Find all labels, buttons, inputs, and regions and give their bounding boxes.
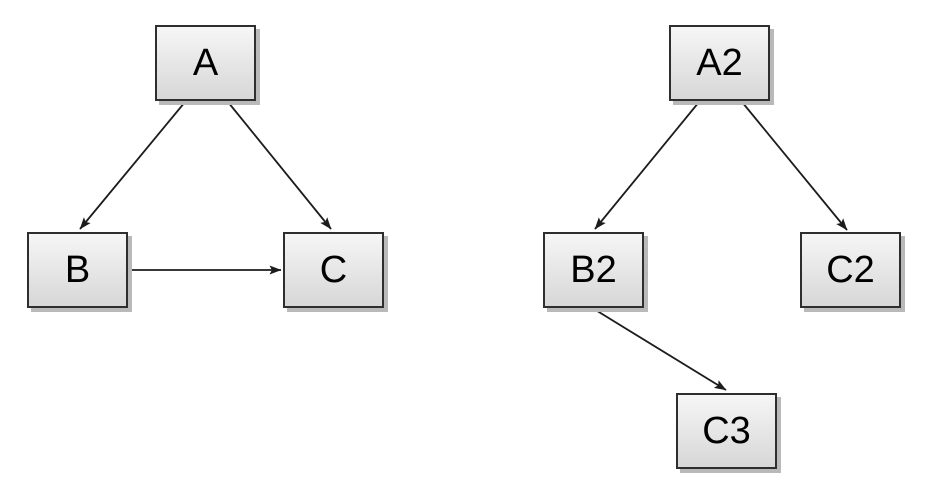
node-C2[interactable]: C2: [800, 232, 901, 308]
node-label: B2: [570, 249, 617, 291]
node-A[interactable]: A: [155, 25, 256, 101]
edge-B2-C3: [593, 308, 727, 391]
node-label: C3: [702, 410, 751, 452]
node-A2[interactable]: A2: [669, 25, 770, 101]
node-B[interactable]: B: [27, 232, 128, 308]
node-label: C: [319, 249, 348, 291]
node-B2[interactable]: B2: [543, 232, 644, 308]
node-label: A2: [696, 42, 743, 84]
edge-A-B: [79, 101, 186, 230]
node-label: C2: [826, 249, 875, 291]
edge-A2-B2: [594, 101, 700, 230]
edge-A2-C2: [741, 101, 848, 231]
node-label: A: [192, 42, 219, 84]
node-C[interactable]: C: [283, 232, 384, 308]
node-C3[interactable]: C3: [676, 393, 777, 469]
edge-A-C: [227, 101, 332, 230]
node-label: B: [64, 249, 91, 291]
